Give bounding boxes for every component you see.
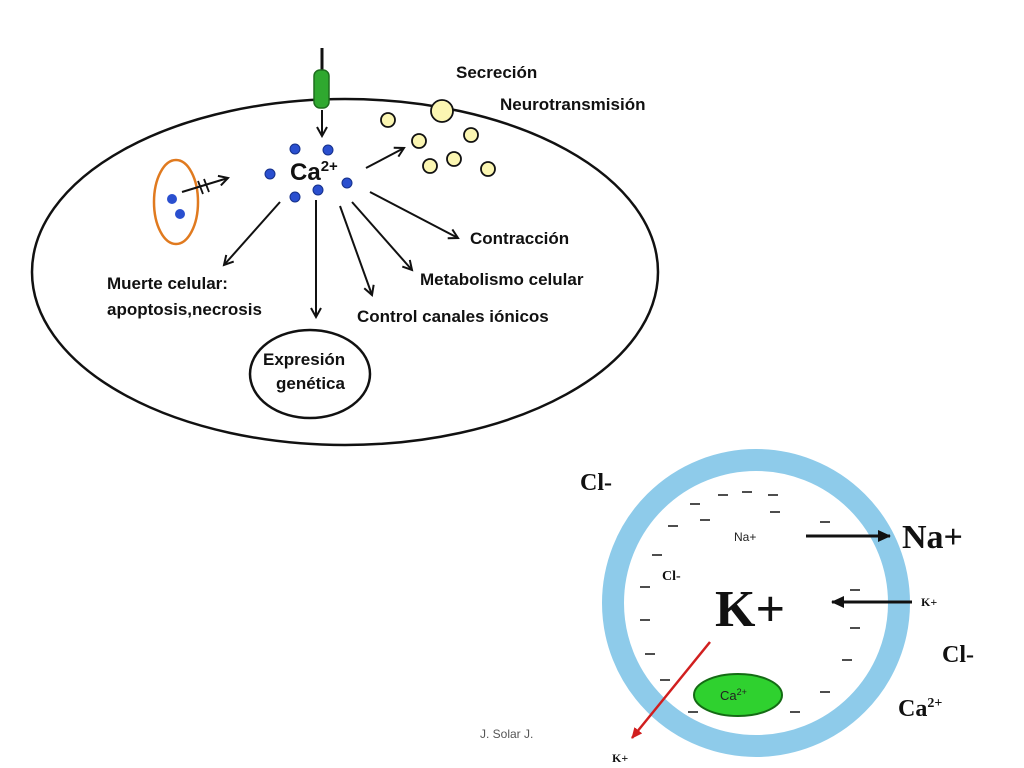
cell-diagram: Ca2+ Secreción Neurotransmisión [30, 48, 660, 447]
ca-outside-label: Ca2+ [898, 696, 942, 722]
organelle-ion [167, 194, 177, 204]
arrow-to-metabolism [351, 201, 412, 270]
membrane-diagram: Na+ Na+ Cl- K+ K+ Cl- Cl- Ca2+ Ca2+ K+ [580, 449, 974, 765]
apoptosis-label: apoptosis,necrosis [107, 300, 262, 319]
nucleus [248, 328, 372, 420]
arrow-to-ion-channels [339, 205, 372, 295]
secretory-vesicles [380, 99, 496, 177]
cell-membrane [30, 97, 660, 447]
metabolismo-label: Metabolismo celular [420, 270, 584, 289]
secrecion-label: Secreción [456, 63, 537, 82]
arrow-to-secretion [365, 148, 404, 169]
na-outside-label: Na+ [902, 519, 963, 556]
arrow-to-contraction [369, 191, 458, 238]
muerte-celular-label: Muerte celular: [107, 274, 228, 293]
contraccion-label: Contracción [470, 229, 569, 248]
organelle-release-arrow [181, 178, 228, 193]
organelle-arrow-tick [203, 178, 210, 193]
na-inside-label: Na+ [734, 530, 756, 544]
vesicle-fusing [430, 99, 454, 123]
genetica-label: genética [276, 374, 346, 393]
k-inside-label: K+ [715, 581, 785, 638]
cl-outside-top-label: Cl- [580, 470, 612, 496]
vesicle [380, 112, 396, 128]
organelle-arrow-tick [197, 180, 204, 195]
k-leak-arrow [631, 641, 711, 739]
calcium-channel [313, 69, 330, 109]
organelle-store [152, 158, 200, 246]
calcium-ion [264, 168, 276, 180]
expresion-label: Expresión [263, 350, 345, 369]
vesicle [480, 161, 496, 177]
calcium-ion [289, 143, 301, 155]
author-footer: J. Solar J. [480, 727, 533, 741]
vesicle [422, 158, 438, 174]
vesicle [446, 151, 462, 167]
control-canales-label: Control canales iónicos [357, 307, 549, 326]
ca-store-label: Ca2+ [720, 687, 747, 703]
k-leak-label: K+ [612, 751, 628, 765]
cl-inside-label: Cl- [662, 569, 681, 584]
calcium-ion [322, 144, 334, 156]
calcium-store [693, 673, 783, 717]
organelle-ion [175, 209, 185, 219]
cl-outside-right-label: Cl- [942, 642, 974, 668]
vesicle [463, 127, 479, 143]
calcium-label: Ca2+ [290, 158, 338, 186]
vesicle [411, 133, 427, 149]
calcium-ion [289, 191, 301, 203]
k-outside-label: K+ [921, 595, 937, 609]
calcium-ion [341, 177, 353, 189]
calcium-ion [312, 184, 324, 196]
neurotransmision-label: Neurotransmisión [500, 95, 645, 114]
inner-negative-charges [640, 491, 860, 713]
arrow-to-cell-death [224, 201, 281, 265]
calcium-ions [264, 143, 353, 203]
